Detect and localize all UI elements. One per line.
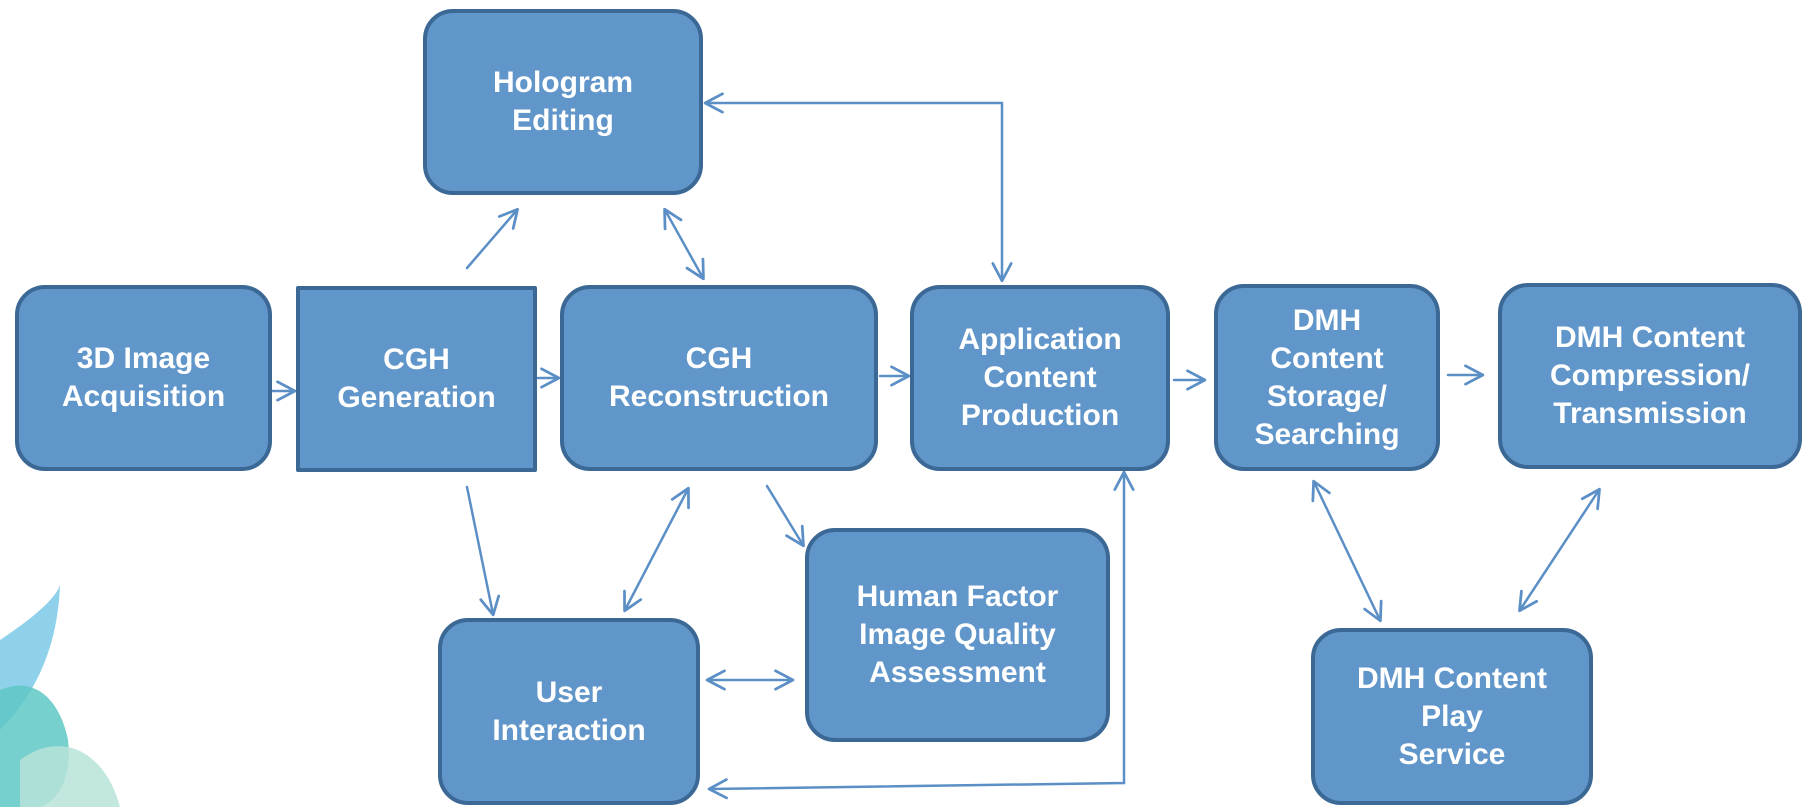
node-dmh-content-compression[interactable]: DMH Content Compression/ Transmission — [1498, 283, 1802, 469]
node-label: User Interaction — [492, 675, 646, 747]
node-cgh-generation[interactable]: CGH Generation — [296, 286, 537, 472]
node-dmh-content-play[interactable]: DMH Content Play Service — [1311, 628, 1593, 805]
node-cgh-reconstruction[interactable]: CGH Reconstruction — [560, 285, 878, 471]
node-application-content-production[interactable]: Application Content Production — [910, 285, 1170, 471]
arrow-editing-reconstruction — [663, 207, 705, 281]
node-label: Application Content Production — [958, 323, 1122, 432]
logo-teal-petal — [0, 685, 69, 807]
arrow-reconstruction-interaction — [623, 486, 690, 613]
arrow-storage-play — [1311, 479, 1383, 623]
node-human-factor-assessment[interactable]: Human Factor Image Quality Assessment — [805, 528, 1110, 742]
logo-sky-petal — [0, 585, 60, 730]
logo-mint-petal — [20, 746, 120, 807]
node-label: DMH Content Compression/ Transmission — [1549, 321, 1751, 430]
node-hologram-editing[interactable]: Hologram Editing — [423, 9, 703, 195]
node-label: DMH Content Storage/ Searching — [1254, 303, 1400, 451]
arrow-generation-editing — [465, 207, 519, 270]
arrow-editing-application — [703, 92, 1013, 283]
node-label: CGH Reconstruction — [608, 342, 830, 413]
node-user-interaction[interactable]: User Interaction — [438, 618, 700, 805]
node-label: DMH Content Play Service — [1357, 661, 1547, 771]
node-label: 3D Image Acquisition — [61, 342, 226, 413]
node-label: Hologram Editing — [492, 66, 633, 137]
arrow-reconstruction-humanfactor — [765, 484, 805, 548]
node-3d-image-acquisition[interactable]: 3D Image Acquisition — [15, 285, 272, 471]
node-dmh-content-storage[interactable]: DMH Content Storage/ Searching — [1214, 284, 1440, 471]
node-label: CGH Generation — [337, 343, 496, 414]
arrow-compression-play — [1518, 487, 1601, 613]
arrow-generation-interaction — [465, 485, 501, 617]
node-label: Human Factor Image Quality Assessment — [856, 580, 1059, 689]
